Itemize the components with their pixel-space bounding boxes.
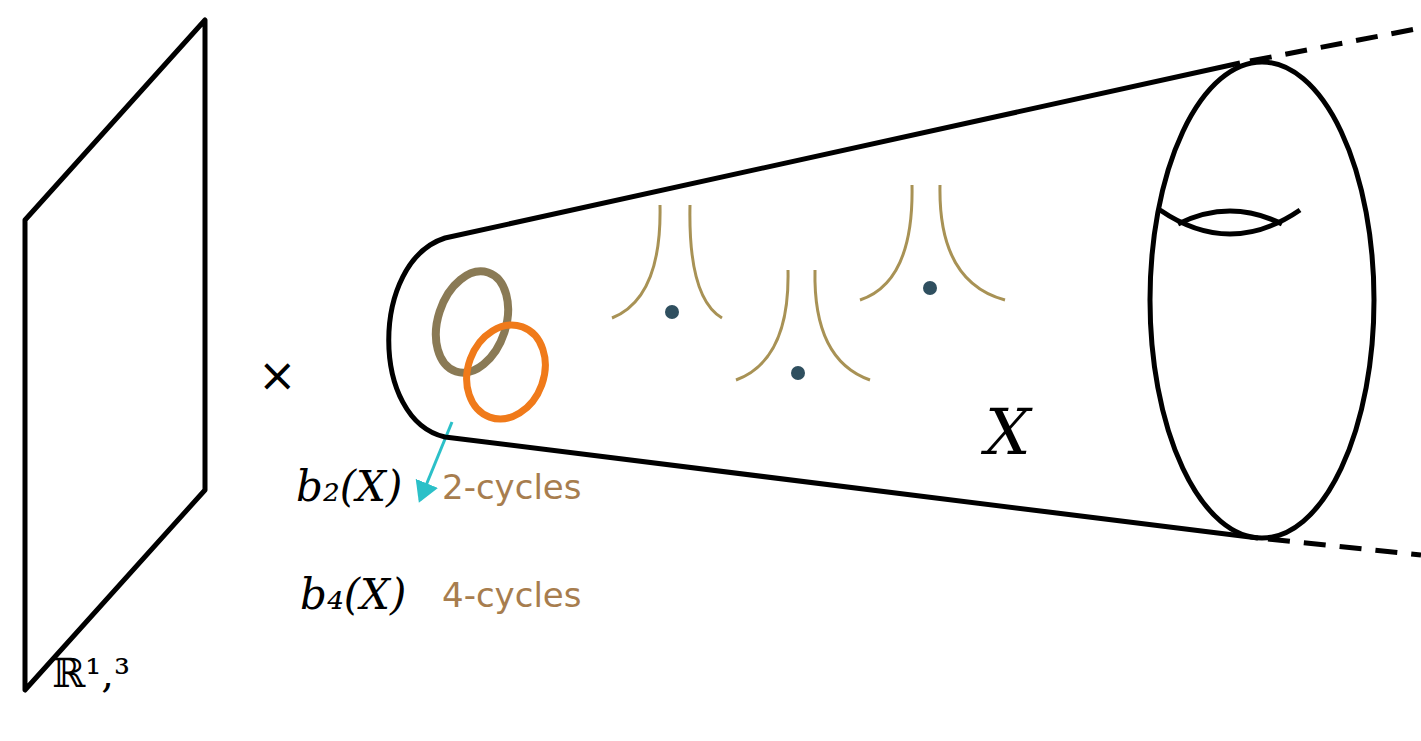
betti-number: b₄(X) [300,574,406,616]
cusp-singularities [612,185,1005,380]
node-label: ℝ¹,³ [52,653,130,693]
cycle-label: 2-cycles [442,470,582,504]
product-symbol: × [258,352,297,398]
spacetime-plane-outline [15,15,215,705]
node-label: X [985,400,1031,464]
four-cycle [454,314,558,430]
cycle-label: 4-cycles [442,578,582,612]
singular-points [665,281,937,380]
dashed-extension [1268,539,1421,555]
spacetime-plane: ℝ¹,³ [15,15,215,705]
betti-number: b₂(X) [296,466,402,508]
dashed-extension [1250,28,1421,61]
